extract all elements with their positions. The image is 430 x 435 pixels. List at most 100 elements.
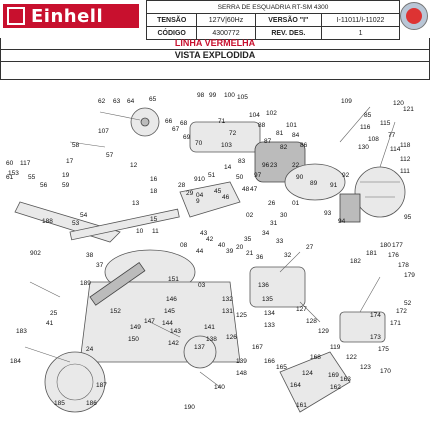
part-number: 189: [80, 280, 91, 287]
part-number: 175: [378, 346, 389, 353]
part-number: 04: [196, 192, 204, 199]
part-number: 83: [238, 158, 246, 165]
part-number: 146: [166, 296, 177, 303]
part-number: 116: [360, 124, 371, 131]
part-number: 44: [196, 248, 204, 255]
part-number: 37: [96, 262, 104, 269]
part-number: 99: [209, 92, 217, 99]
part-number: 08: [180, 242, 188, 249]
quality-seal-icon: [400, 2, 428, 30]
part-number: 131: [222, 308, 233, 315]
part-number: 30: [280, 212, 288, 219]
part-number: 163: [340, 376, 351, 383]
part-number: 111: [400, 168, 410, 175]
spec-title: SERRA DE ESQUADRIA RT-SM 4300: [146, 0, 400, 14]
part-number: 42: [206, 236, 214, 243]
part-number: 60: [6, 160, 14, 167]
part-number: 93: [324, 210, 332, 217]
part-number: 148: [236, 370, 247, 377]
part-number: 63: [113, 98, 121, 105]
view-band: VISTA EXPLODIDA: [0, 50, 430, 62]
part-number: 149: [130, 324, 141, 331]
part-number: 14: [224, 164, 232, 171]
part-number: 55: [28, 174, 36, 181]
part-number: 127: [296, 306, 307, 313]
part-number: 102: [266, 110, 277, 117]
part-number: 123: [360, 364, 371, 371]
part-number: 129: [318, 328, 329, 335]
part-number: 10: [136, 228, 144, 235]
part-number: 119: [330, 344, 341, 351]
part-number: 184: [10, 358, 21, 365]
part-number: 124: [302, 370, 313, 377]
part-number: 91: [330, 182, 338, 189]
part-number: 126: [226, 334, 237, 341]
part-number: 141: [204, 324, 215, 331]
part-number: 97: [254, 172, 262, 179]
part-number: 130: [358, 144, 369, 151]
part-number: 34: [262, 230, 270, 237]
part-number: 117: [20, 160, 31, 167]
part-number: 144: [162, 320, 173, 327]
part-number: 138: [206, 336, 217, 343]
part-number: 120: [393, 100, 404, 107]
part-number: 167: [252, 344, 263, 351]
part-number: 169: [328, 372, 339, 379]
part-number: 45: [214, 188, 222, 195]
part-number: 56: [40, 182, 48, 189]
part-number: 46: [222, 194, 230, 201]
part-number: 29: [186, 190, 194, 197]
part-number: 147: [144, 318, 155, 325]
part-number: 28: [178, 182, 186, 189]
part-number: 69: [183, 134, 191, 141]
part-number: 01: [292, 200, 300, 207]
part-number: 43: [200, 230, 208, 237]
part-number: 17: [66, 158, 74, 165]
part-number: 105: [237, 94, 248, 101]
part-number: 15: [150, 216, 158, 223]
part-number: 59: [62, 182, 70, 189]
part-number: 150: [128, 336, 139, 343]
part-number: 164: [290, 382, 301, 389]
part-number: 168: [310, 354, 321, 361]
rev-label: REV. DES.: [254, 26, 323, 40]
part-number: 94: [338, 218, 346, 225]
part-number: 36: [256, 254, 264, 261]
part-number: 166: [264, 358, 275, 365]
part-number: 51: [208, 172, 216, 179]
part-number: 32: [284, 252, 292, 259]
part-number: 88: [258, 122, 266, 129]
part-number: 68: [180, 120, 188, 127]
part-number: 24: [86, 346, 94, 353]
part-number: 133: [264, 322, 275, 329]
part-number: 20: [236, 244, 244, 251]
part-number: 48: [242, 186, 250, 193]
versao-label: VERSÃO "I": [254, 13, 323, 27]
exploded-view-svg: [14, 106, 406, 413]
part-number: 161: [296, 402, 307, 409]
part-number: 54: [80, 212, 88, 219]
part-number: 122: [346, 354, 357, 361]
part-number: 19: [62, 172, 70, 179]
part-number: 35: [244, 236, 252, 243]
exploded-view-drawing: 62 63 64 65 98 99 100 105 109 120 121 10…: [0, 82, 430, 430]
part-number: 165: [276, 364, 287, 371]
part-number: 77: [388, 132, 396, 139]
part-number: 84: [292, 132, 300, 139]
part-number: 145: [164, 308, 175, 315]
document-header: Einhell SERRA DE ESQUADRIA RT-SM 4300 TE…: [0, 0, 430, 40]
part-number: 100: [224, 92, 235, 99]
part-number: 9: [196, 198, 200, 205]
part-number: 92: [342, 172, 350, 179]
part-number: 81: [276, 130, 284, 137]
part-number: 910: [194, 176, 205, 183]
part-number: 26: [268, 200, 276, 207]
part-number: 53: [72, 220, 80, 227]
part-number: 22: [292, 162, 300, 169]
tensao-label: TENSÃO: [145, 13, 198, 27]
codigo-value: 4300772: [196, 26, 256, 40]
part-number: 90: [296, 174, 304, 181]
part-number: 162: [330, 384, 341, 391]
part-number: 23: [270, 162, 278, 169]
part-number: 182: [350, 258, 361, 265]
